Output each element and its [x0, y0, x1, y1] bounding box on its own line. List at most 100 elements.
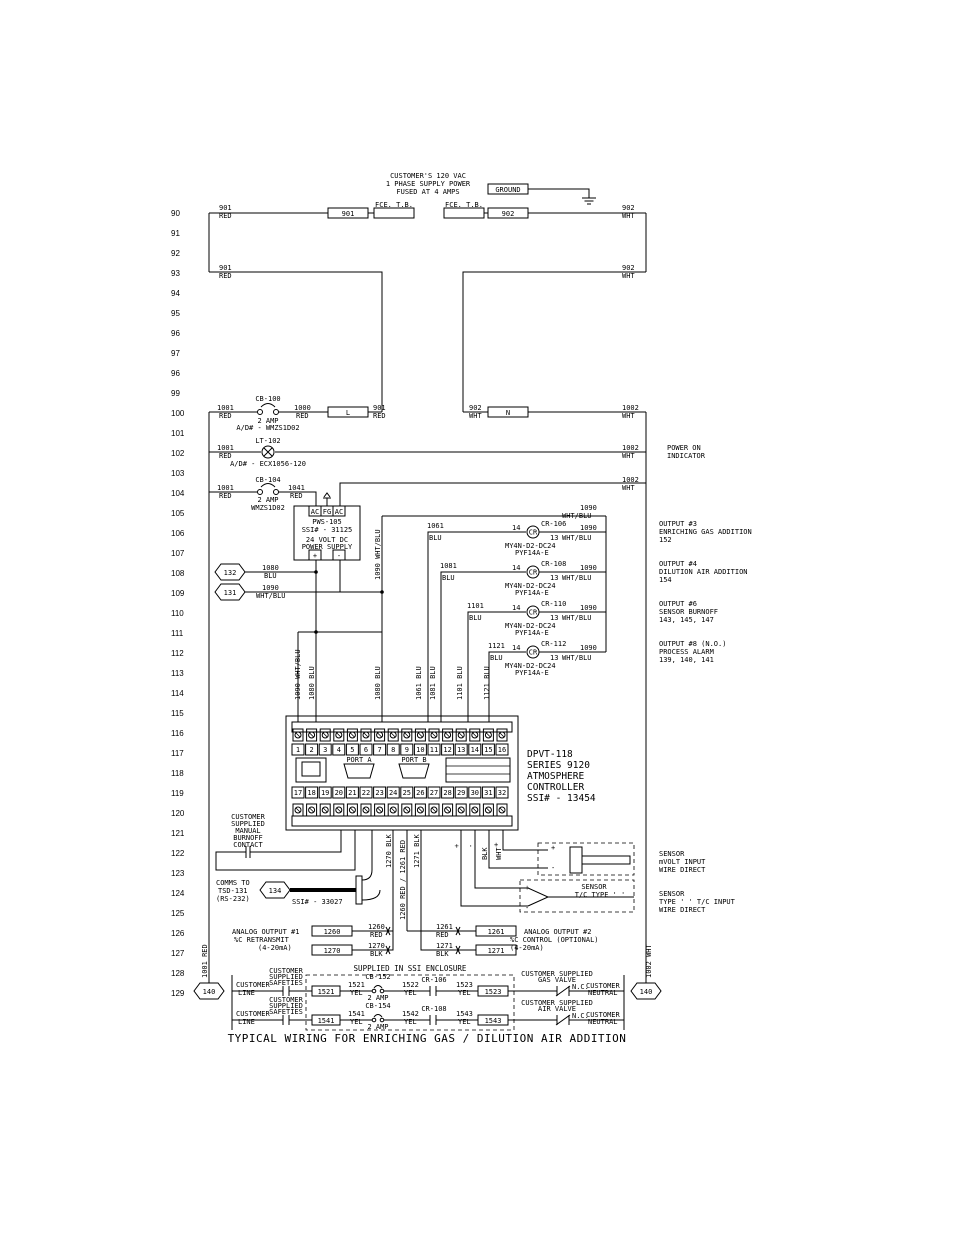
terminal-bottom[interactable] [345, 786, 359, 799]
terminal-top[interactable] [359, 743, 373, 756]
terminal-top[interactable] [373, 743, 387, 756]
svg-text:COMMS TO: COMMS TO [216, 879, 250, 887]
svg-text:RED: RED [370, 931, 383, 939]
svg-text:%C CONTROL (OPTIONAL): %C CONTROL (OPTIONAL) [510, 936, 599, 944]
terminal-bottom[interactable] [413, 786, 427, 799]
controller-top-wires: 1090 WHT/BLU 1080 BLU 1080 BLU 1061 BLU … [294, 649, 491, 700]
svg-text:-: - [483, 852, 487, 860]
terminal-bottom[interactable] [427, 786, 441, 799]
terminal-bottom[interactable] [318, 786, 332, 799]
svg-text:CR: CR [529, 569, 538, 577]
terminal-top[interactable] [427, 743, 441, 756]
terminal-bottom[interactable] [332, 786, 346, 799]
svg-text:SENSOR: SENSOR [581, 883, 607, 891]
svg-text:3: 3 [323, 746, 327, 754]
terminal-top[interactable] [318, 743, 332, 756]
svg-text:1090: 1090 [580, 604, 597, 612]
terminal-bottom[interactable] [359, 786, 373, 799]
svg-text:RED: RED [219, 452, 232, 460]
svg-text:CR: CR [529, 609, 538, 617]
svg-text:1260: 1260 [368, 923, 385, 931]
svg-text:901: 901 [342, 210, 355, 218]
svg-text:POWER SUPPLY: POWER SUPPLY [302, 543, 353, 551]
terminal-bottom[interactable] [454, 786, 468, 799]
svg-text:WHT/BLU: WHT/BLU [562, 534, 592, 542]
terminal-top[interactable] [468, 743, 482, 756]
terminal-top[interactable] [454, 743, 468, 756]
svg-text:31: 31 [484, 789, 492, 797]
rung-number: 123 [171, 869, 185, 878]
svg-text:CONTACT: CONTACT [233, 841, 263, 849]
svg-text:1101 BLU: 1101 BLU [456, 666, 464, 700]
svg-text:NEUTRAL: NEUTRAL [588, 1018, 618, 1026]
svg-text:27: 27 [430, 789, 438, 797]
terminal-top[interactable] [441, 743, 455, 756]
svg-text:CB-100: CB-100 [255, 395, 280, 403]
svg-text:PORT B: PORT B [401, 756, 426, 764]
svg-text:1061: 1061 [427, 522, 444, 530]
terminal-top[interactable] [495, 743, 509, 756]
svg-text:20: 20 [335, 789, 343, 797]
svg-text:ANALOG OUTPUT #2: ANALOG OUTPUT #2 [524, 928, 591, 936]
svg-text:1260 RED / 1261 RED: 1260 RED / 1261 RED [399, 840, 407, 920]
rung-numbers: 9091929394959697969910010110210310410510… [171, 209, 185, 998]
port-a[interactable]: PORT A [343, 756, 375, 779]
terminal-top[interactable] [305, 743, 319, 756]
svg-text:14: 14 [512, 604, 520, 612]
terminal-bottom[interactable] [441, 786, 455, 799]
sensor-wiring: - + BLK WHT - + + - + - SENSOR T/C TYPE … [453, 830, 736, 914]
terminal-top[interactable] [291, 743, 305, 756]
terminal-bottom[interactable] [291, 786, 305, 799]
rung-number: 104 [171, 489, 185, 498]
svg-text:CUSTOMER: CUSTOMER [236, 1010, 271, 1018]
terminal-top[interactable] [481, 743, 495, 756]
terminal-top[interactable] [386, 743, 400, 756]
svg-text:1271: 1271 [436, 942, 453, 950]
svg-text:TSD-131: TSD-131 [218, 887, 248, 895]
rails-90-93 [208, 213, 647, 272]
svg-text:14: 14 [512, 564, 520, 572]
svg-text:+: + [494, 841, 498, 849]
svg-text:1271: 1271 [488, 947, 505, 955]
svg-text:1081 BLU: 1081 BLU [429, 666, 437, 700]
svg-text:PYF14A-E: PYF14A-E [515, 589, 549, 597]
svg-text:WIRE DIRECT: WIRE DIRECT [659, 866, 706, 874]
svg-text:PYF14A-E: PYF14A-E [515, 549, 549, 557]
svg-text:17: 17 [294, 789, 302, 797]
svg-text:1541: 1541 [318, 1017, 335, 1025]
terminal-screw [401, 803, 413, 817]
svg-text:CR-110: CR-110 [541, 600, 566, 608]
terminal-screw [374, 728, 386, 742]
terminal-top[interactable] [400, 743, 414, 756]
terminal-top[interactable] [332, 743, 346, 756]
svg-text:L: L [346, 409, 350, 417]
rung-number: 127 [171, 949, 185, 958]
svg-text:13: 13 [457, 746, 465, 754]
rung-100: L N 1001 RED CB-100 2 AMP A/D# - WMZS1D0… [209, 395, 646, 432]
svg-text:+: + [453, 844, 461, 848]
terminal-bottom[interactable] [481, 786, 495, 799]
rail-label-left: 1001 RED [201, 944, 209, 978]
ground-label: GROUND [495, 186, 520, 194]
terminal-top[interactable] [413, 743, 427, 756]
terminal-top[interactable] [345, 743, 359, 756]
terminal-bottom[interactable] [305, 786, 319, 799]
terminal-bottom[interactable] [400, 786, 414, 799]
terminal-bottom[interactable] [386, 786, 400, 799]
svg-text:26: 26 [416, 789, 424, 797]
fce-tb-right: FCE. T.B. [445, 201, 483, 209]
terminal-bottom[interactable] [468, 786, 482, 799]
svg-text:2 AMP: 2 AMP [367, 1023, 388, 1031]
port-b[interactable]: PORT B [398, 756, 430, 779]
terminal-screw [333, 803, 345, 817]
rung-number: 96 [171, 369, 180, 378]
terminal-bottom[interactable] [495, 786, 509, 799]
svg-text:15: 15 [484, 746, 492, 754]
terminal-screw [428, 803, 440, 817]
terminal-bottom[interactable] [373, 786, 387, 799]
svg-text:13: 13 [550, 614, 558, 622]
fuse-icon [385, 926, 461, 955]
svg-text:CR: CR [529, 649, 538, 657]
svg-text:901: 901 [219, 204, 232, 212]
